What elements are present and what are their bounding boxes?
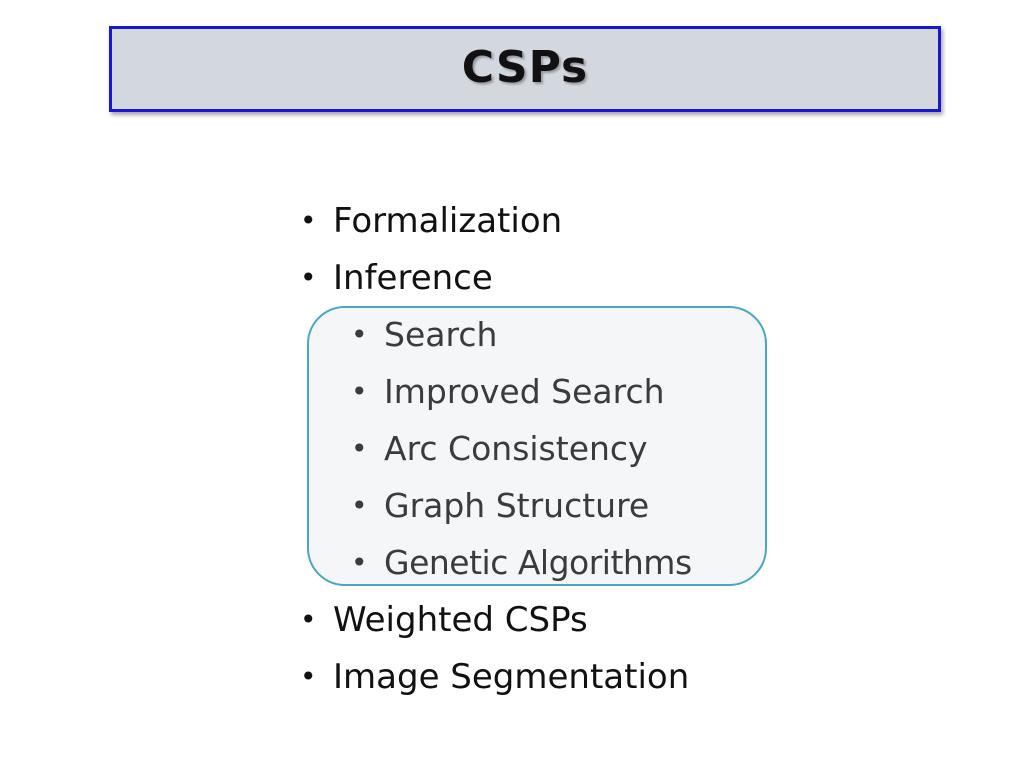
bullet-icon: • [351, 375, 368, 408]
bullet-icon: • [300, 204, 317, 237]
bullet-icon: • [300, 660, 317, 693]
bullet-text: Image Segmentation [333, 657, 690, 697]
sub-bullet-text: Graph Structure [384, 486, 650, 525]
sub-bullet-text: Arc Consistency [384, 429, 648, 468]
bullet-icon: • [351, 318, 368, 351]
slide-title: CSPs [461, 41, 589, 93]
sub-bullet-text: Genetic Algorithms [384, 543, 692, 582]
bullet-icon: • [300, 261, 317, 294]
sub-bullet-text: Improved Search [384, 372, 665, 411]
sub-bullet-text: Search [384, 315, 498, 354]
inference-highlight-box [307, 306, 767, 586]
bullet-text: Weighted CSPs [333, 600, 588, 640]
bullet-text: Formalization [333, 201, 563, 241]
bullet-icon: • [351, 489, 368, 522]
bullet-icon: • [351, 432, 368, 465]
title-banner: CSPs [109, 26, 941, 112]
bullet-text: Inference [333, 258, 493, 298]
bullet-icon: • [300, 603, 317, 636]
bullet-icon: • [351, 546, 368, 579]
